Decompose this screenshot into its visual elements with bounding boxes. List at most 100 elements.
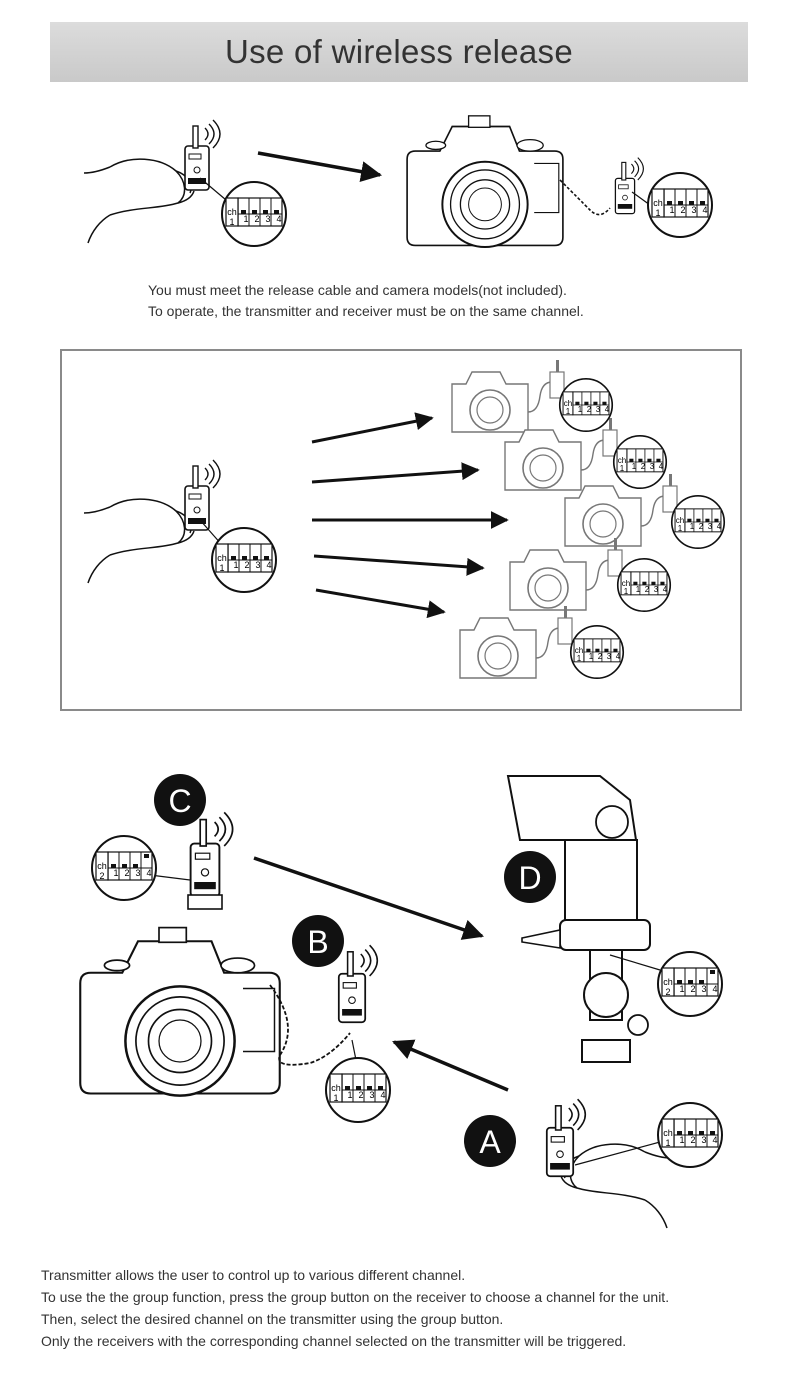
svg-text:ch: ch [663,1128,673,1138]
switch-ch-value: 1 [229,217,234,227]
label-a: A [479,1124,501,1160]
channel-switch-receiver-4: ch 1 1 2 3 4 [616,557,672,613]
arrow-a-to-b [392,1039,509,1092]
svg-text:ch: ch [575,646,583,655]
svg-text:3: 3 [607,652,612,661]
svg-text:4: 4 [605,405,610,414]
channel-switch-a: ch 1 1 2 3 4 [574,1102,723,1168]
channel-switch-top-transmitter: ch 1 1 2 3 4 [199,177,287,247]
svg-text:1: 1 [665,1138,670,1148]
channel-switch-d: ch 2 1 2 3 4 [609,951,723,1017]
svg-text:3: 3 [135,868,140,878]
receiver-camera-5 [459,605,573,679]
title-banner: Use of wireless release [50,22,748,82]
arrow-c-to-d [253,856,484,940]
svg-text:3: 3 [654,585,659,594]
channel-switch-receiver-3: ch 1 1 2 3 4 [670,494,726,550]
channel-switch-c: ch 2 1 2 3 4 [91,835,191,901]
arrow-to-receiver-5 [315,588,446,619]
svg-text:1: 1 [578,405,583,414]
top-caption-line-1: You must meet the release cable and came… [148,282,567,298]
svg-text:1: 1 [624,587,629,596]
svg-text:2: 2 [358,1090,363,1100]
svg-text:1: 1 [233,560,238,570]
top-caption-line-2: To operate, the transmitter and receiver… [148,303,584,319]
svg-text:1: 1 [632,462,637,471]
bottom-caption-line-2: To use the the group function, press the… [41,1289,670,1305]
arrow-to-receiver-4 [313,554,485,576]
label-a-badge: A [464,1115,516,1167]
svg-text:4: 4 [663,585,668,594]
hotshoe-transmitter-c [187,811,234,910]
svg-text:4: 4 [380,1090,385,1100]
svg-text:1: 1 [589,652,594,661]
svg-text:3: 3 [701,984,706,994]
channel-switch-middle-transmitter: ch 1 1 2 3 4 [199,519,277,593]
svg-text:3: 3 [596,405,601,414]
svg-text:1: 1 [678,524,683,533]
svg-text:4: 4 [276,214,281,224]
bottom-caption-line-3: Then, select the desired channel on the … [41,1311,504,1327]
svg-text:3: 3 [691,205,696,215]
svg-text:ch: ch [653,198,663,208]
switch-ch-prefix: ch [227,207,237,217]
channel-switch-top-receiver: ch 1 1 2 3 4 [631,172,713,238]
svg-text:4: 4 [616,652,621,661]
svg-text:2: 2 [645,585,650,594]
svg-text:3: 3 [701,1135,706,1145]
arrow-to-receiver-1 [311,412,434,444]
svg-text:1: 1 [655,208,660,218]
channel-switch-receiver-2: ch 1 1 2 3 4 [612,434,668,490]
main-camera [78,926,282,1097]
svg-text:4: 4 [712,984,717,994]
label-c: C [168,783,191,819]
svg-text:1: 1 [566,407,571,416]
svg-text:1: 1 [690,522,695,531]
svg-text:2: 2 [254,214,259,224]
svg-text:2: 2 [598,652,603,661]
svg-text:1: 1 [113,868,118,878]
camera-with-receiver-top [406,114,645,249]
svg-text:3: 3 [265,214,270,224]
svg-text:4: 4 [717,522,722,531]
label-d-badge: D [504,851,556,903]
svg-text:4: 4 [712,1135,717,1145]
svg-text:1: 1 [620,464,625,473]
arrow-transmit-top [257,151,383,182]
svg-text:3: 3 [255,560,260,570]
svg-text:1: 1 [679,1135,684,1145]
svg-text:3: 3 [708,522,713,531]
svg-text:1: 1 [669,205,674,215]
label-d: D [518,860,541,896]
svg-text:2: 2 [244,560,249,570]
label-c-badge: C [154,774,206,826]
receiver-camera-1 [451,359,565,433]
svg-text:1: 1 [577,654,582,663]
channel-switch-receiver-5: ch 1 1 2 3 4 [569,624,625,680]
channel-switch-receiver-1: ch 1 1 2 3 4 [558,377,614,433]
svg-text:4: 4 [266,560,271,570]
svg-text:3: 3 [369,1090,374,1100]
svg-text:ch: ch [97,861,107,871]
flash-on-stand [506,775,651,1063]
bottom-caption-line-1: Transmitter allows the user to control u… [41,1267,466,1283]
multi-receiver-frame [60,349,742,711]
svg-text:2: 2 [665,987,670,997]
svg-text:1: 1 [347,1090,352,1100]
svg-text:2: 2 [641,462,646,471]
svg-text:4: 4 [146,868,151,878]
svg-text:ch: ch [618,456,626,465]
svg-text:2: 2 [680,205,685,215]
side-receiver-b [269,944,379,1066]
svg-text:2: 2 [699,522,704,531]
svg-text:2: 2 [587,405,592,414]
channel-switch-b: ch 1 1 2 3 4 [325,1039,391,1123]
hand-with-transmitter-top [83,119,221,244]
svg-text:2: 2 [124,868,129,878]
svg-text:ch: ch [663,977,673,987]
label-b-badge: B [292,915,344,967]
svg-text:4: 4 [702,205,707,215]
svg-text:1: 1 [243,214,248,224]
hand-with-transmitter-middle [83,459,221,584]
svg-text:ch: ch [217,553,227,563]
